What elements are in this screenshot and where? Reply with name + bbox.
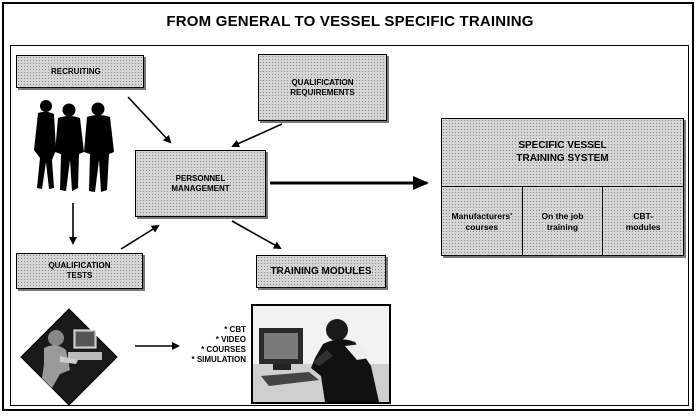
recruiting-box: RECRUITING (16, 55, 144, 88)
specific-system-title: SPECIFIC VESSEL TRAINING SYSTEM (442, 140, 683, 165)
arrow-tests-to-personnel (120, 224, 160, 250)
page-title: FROM GENERAL TO VESSEL SPECIFIC TRAINING (166, 13, 534, 30)
personnel-management-box: PERSONNEL MANAGEMENT (135, 150, 266, 217)
media-item-courses: * COURSES (201, 345, 246, 354)
specific-vessel-training-system-box: SPECIFIC VESSEL TRAINING SYSTEM Manufact… (441, 118, 684, 256)
specific-system-title-line1: SPECIFIC VESSEL (518, 140, 607, 151)
arrow-requirements-to-personnel (231, 123, 283, 148)
cell-on-the-job-training: On the job training (523, 187, 604, 256)
arrow-recruiting-to-personnel (127, 96, 172, 144)
cell-manufacturers-courses: Manufacturers' courses (442, 187, 523, 256)
qualification-requirements-label-line2: REQUIREMENTS (290, 87, 355, 97)
media-item-video: * VIDEO (215, 335, 246, 344)
qualification-tests-box: QUALIFICATION TESTS (16, 253, 143, 289)
cell-manufacturers-line2: courses (465, 221, 499, 232)
qualification-requirements-box: QUALIFICATION REQUIREMENTS (258, 54, 387, 121)
training-media-list: * CBT * VIDEO * COURSES * SIMULATION (190, 325, 246, 365)
cell-onjob-line2: training (546, 221, 579, 232)
cell-onjob-line1: On the job (541, 210, 584, 221)
arrow-personnel-to-modules (231, 220, 282, 249)
cell-cbt-line1: CBT- (633, 210, 654, 221)
cell-cbt-modules: CBT- modules (603, 187, 683, 256)
cell-cbt-line2: modules (625, 221, 661, 232)
diagram-inner-panel (10, 45, 689, 406)
specific-system-title-line2: TRAINING SYSTEM (516, 152, 609, 164)
qualification-tests-label-line1: QUALIFICATION (48, 261, 111, 271)
training-modules-label: TRAINING MODULES (270, 265, 372, 277)
qualification-requirements-label-line1: QUALIFICATION (291, 77, 354, 87)
computer-workstation-photo (251, 304, 391, 404)
computer-user-diamond-icon (20, 308, 118, 406)
qualification-tests-label-line2: TESTS (66, 271, 93, 280)
media-item-simulation: * SIMULATION (191, 355, 246, 364)
media-item-cbt: * CBT (224, 325, 246, 334)
personnel-management-label-line1: PERSONNEL (175, 173, 226, 183)
recruiting-label: RECRUITING (51, 66, 101, 76)
specific-system-cells: Manufacturers' courses On the job traini… (442, 186, 683, 256)
training-modules-box: TRAINING MODULES (256, 255, 386, 288)
personnel-management-label-line2: MANAGEMENT (171, 183, 230, 193)
cell-manufacturers-line1: Manufacturers' (451, 210, 513, 221)
